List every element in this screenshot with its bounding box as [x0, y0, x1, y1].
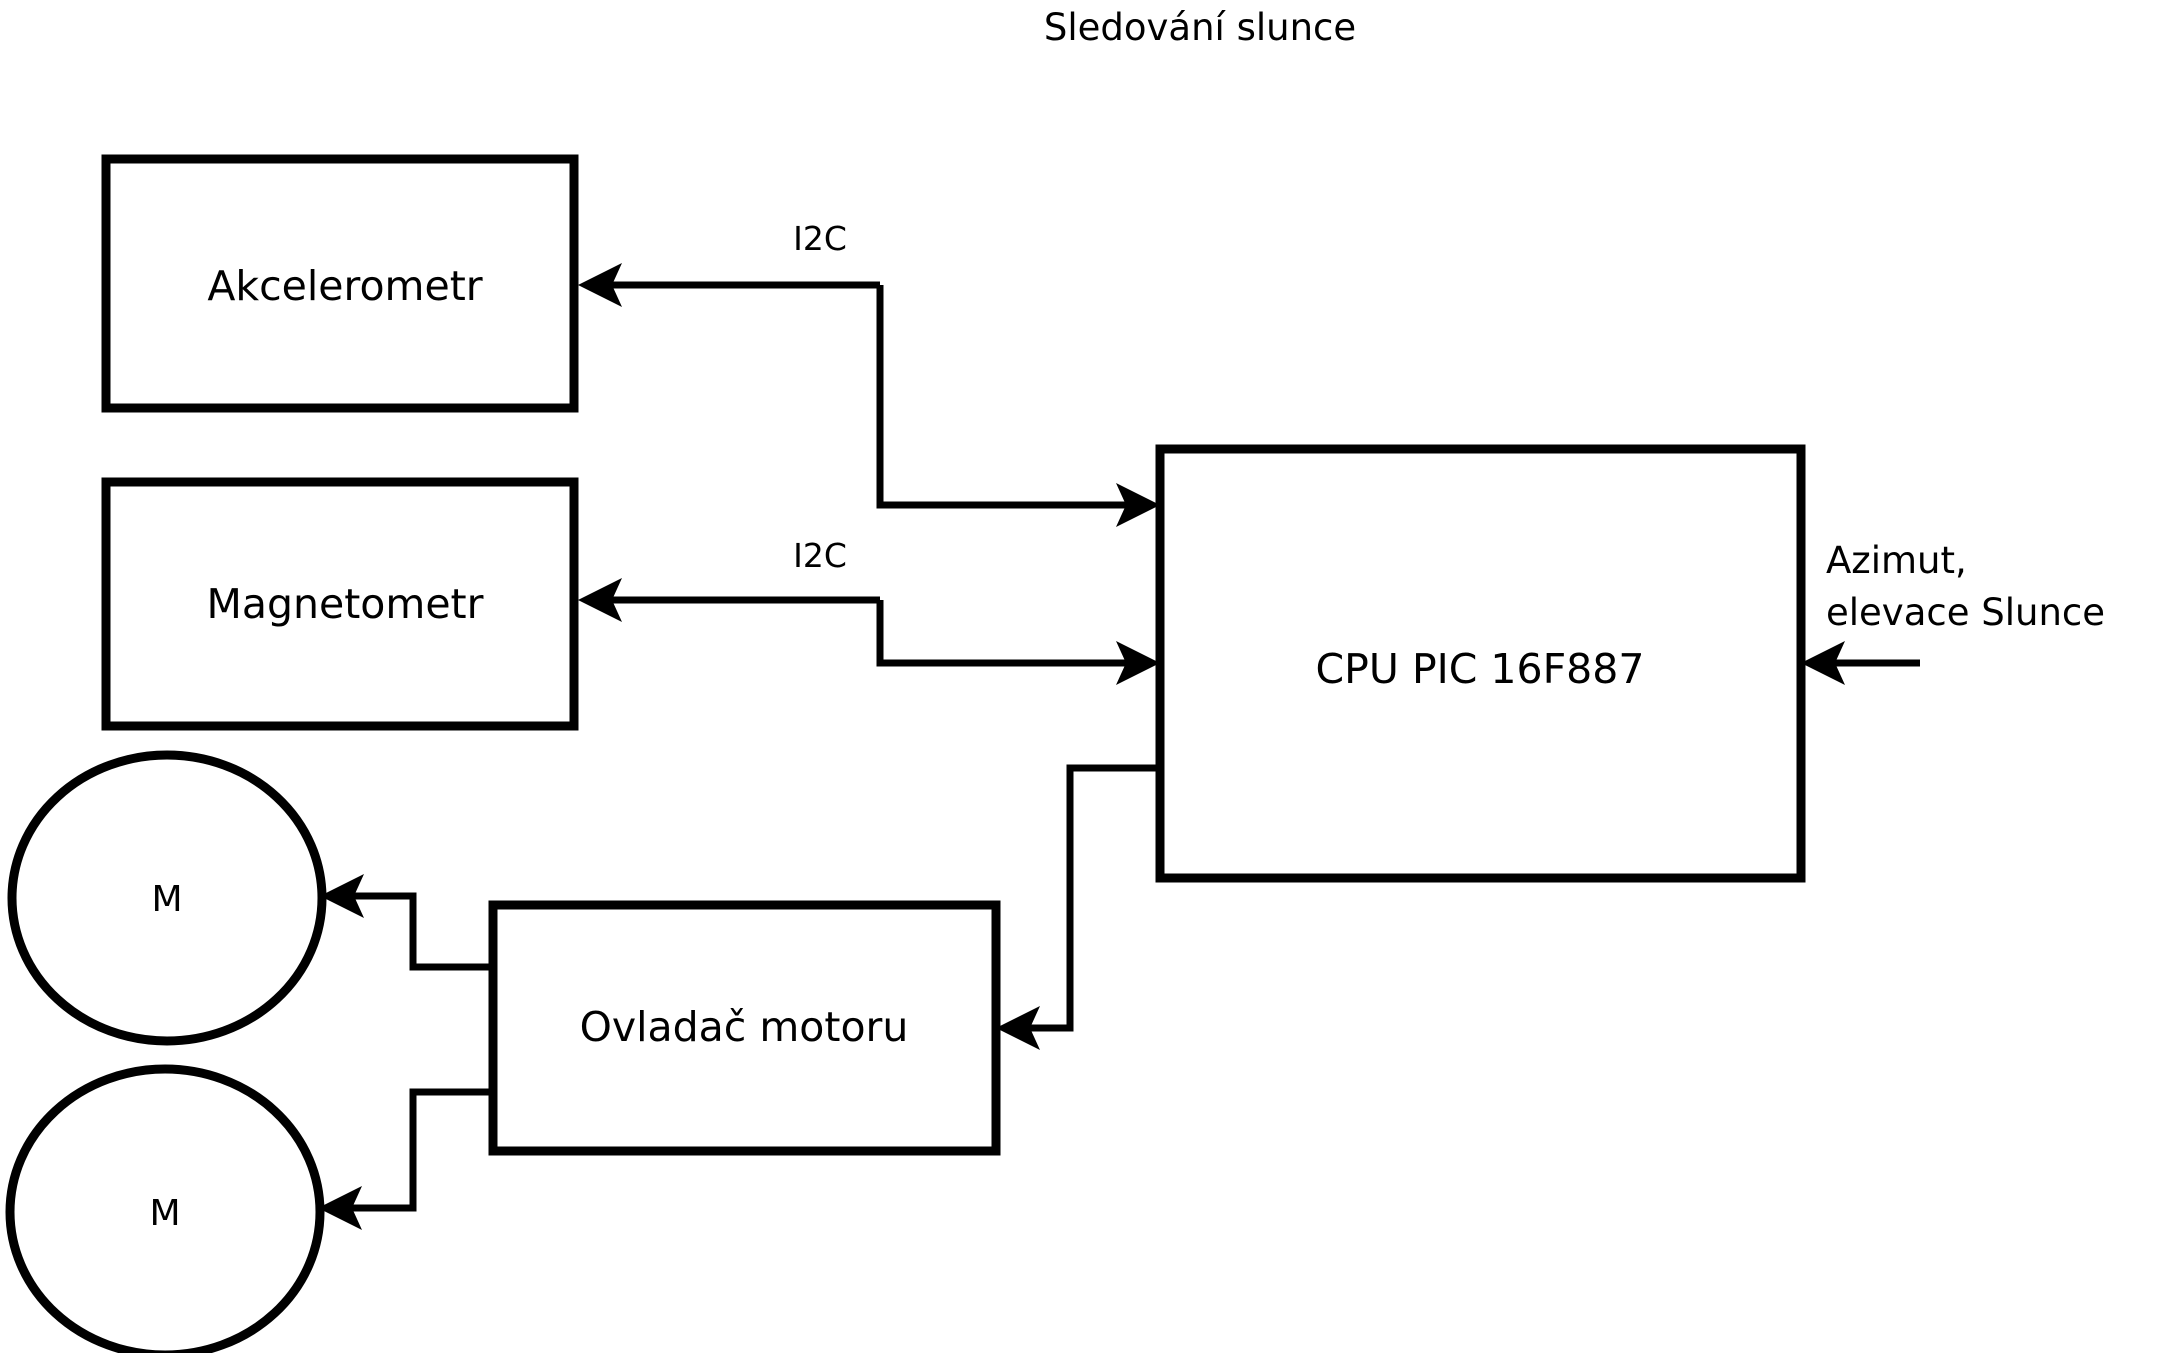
edge-motor-driver-to-motor-top [320, 874, 493, 971]
motor-driver-label: Ovladač motoru [580, 1003, 909, 1051]
edge-motor-driver-to-motor-top-line [344, 892, 493, 971]
motor-top-label: M [151, 879, 182, 920]
edge-accelerometer-to-cpu-line [876, 285, 1139, 509]
arrowhead-into-cpu-right [1801, 641, 1845, 685]
edge-label-i2c-accelerometer: I2C [793, 219, 847, 258]
node-motor-driver[interactable]: Ovladač motoru [488, 900, 1001, 1156]
edge-accelerometer-to-cpu [876, 285, 1160, 527]
cpu-label: CPU PIC 16F887 [1316, 645, 1645, 693]
motor-bottom-circle [5, 1064, 325, 1353]
arrowhead-into-motor-top [320, 874, 364, 918]
node-motor-top[interactable]: M [7, 750, 327, 1046]
edge-cpu-to-motor-driver-line [1018, 764, 1160, 1032]
node-motor-bottom[interactable]: M [5, 1064, 325, 1353]
sun-input-label-line2: elevace Slunce [1826, 591, 2105, 634]
edge-magnetometer-to-cpu [876, 600, 1160, 685]
edge-motor-driver-to-motor-bottom-line [342, 1088, 493, 1212]
magnetometer-box [101, 477, 579, 731]
node-accelerometer[interactable]: Akcelerometr [101, 154, 579, 413]
node-magnetometer[interactable]: Magnetometr [101, 477, 579, 731]
edge-label-i2c-magnetometer: I2C [793, 536, 847, 575]
arrowhead-into-accelerometer [578, 263, 622, 307]
motor-top-circle [7, 750, 327, 1046]
motor-bottom-label: M [149, 1193, 180, 1234]
arrowhead-into-cpu-bottom [1116, 641, 1160, 685]
edge-cpu-to-magnetometer: I2C [578, 536, 880, 622]
edge-sun-input-to-cpu: Azimut, elevace Slunce [1801, 539, 2105, 685]
diagram-title: Sledování slunce [1044, 6, 1356, 49]
arrowhead-into-motor-bottom [318, 1186, 362, 1230]
edge-motor-driver-to-motor-bottom [318, 1088, 493, 1230]
accelerometer-label: Akcelerometr [207, 262, 482, 310]
edge-magnetometer-to-cpu-line [876, 600, 1139, 667]
cpu-box [1155, 444, 1806, 883]
arrowhead-into-cpu-top [1116, 483, 1160, 527]
arrowhead-into-magnetometer [578, 578, 622, 622]
edge-cpu-to-motor-driver [996, 764, 1160, 1050]
sun-input-label-line1: Azimut, [1826, 539, 1967, 582]
arrowhead-into-motor-driver [996, 1006, 1040, 1050]
edge-cpu-to-accelerometer: I2C [578, 219, 880, 307]
accelerometer-box [101, 154, 579, 413]
node-cpu[interactable]: CPU PIC 16F887 [1155, 444, 1806, 883]
magnetometer-label: Magnetometr [207, 580, 484, 628]
